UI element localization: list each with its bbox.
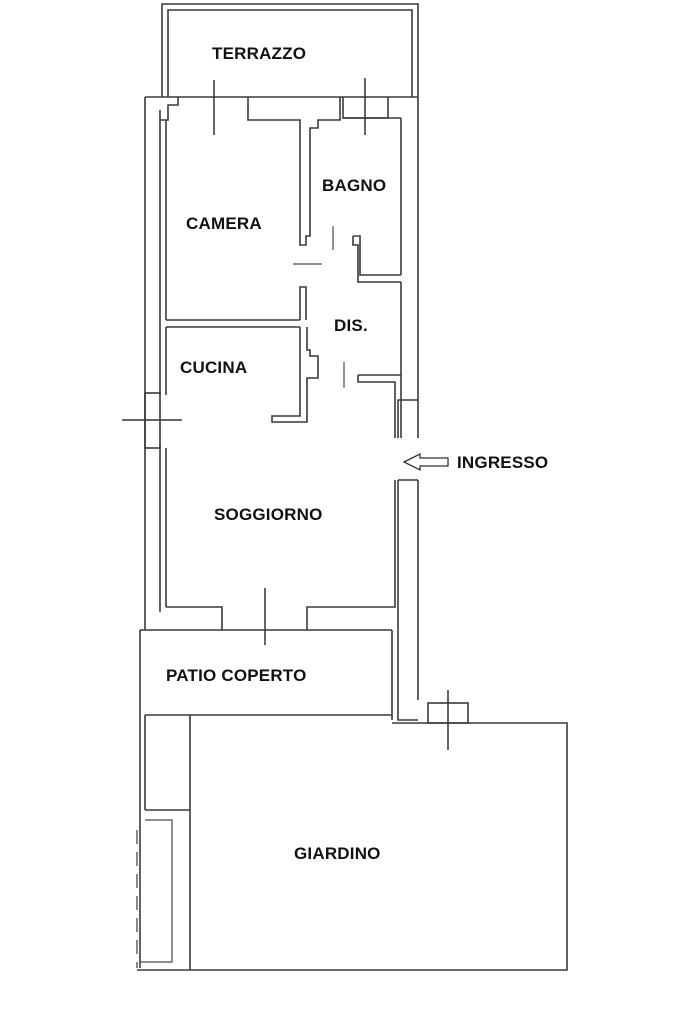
room-label-giardino: GIARDINO [294,844,381,863]
room-label-dis: DIS. [334,316,368,335]
entrance-label: INGRESSO [457,453,549,472]
room-label-soggiorno: SOGGIORNO [214,505,323,524]
left-window [122,392,182,449]
room-label-bagno: BAGNO [322,176,387,195]
arrow-left-outline-icon [402,452,449,472]
room-label-patio-coperto: PATIO COPERTO [166,666,307,685]
camera-walls [165,97,341,328]
dis-cucina-walls [165,226,402,438]
soggiorno-walls [165,448,396,645]
terrazzo-walls [161,3,419,97]
opening-marks [213,78,366,135]
giardino-walls [136,715,568,971]
room-label-camera: CAMERA [186,214,262,233]
building-outer-walls [144,96,419,721]
garden-post [427,690,469,750]
patio-walls [139,629,393,968]
room-label-terrazzo: TERRAZZO [212,44,307,63]
room-label-cucina: CUCINA [180,358,248,377]
